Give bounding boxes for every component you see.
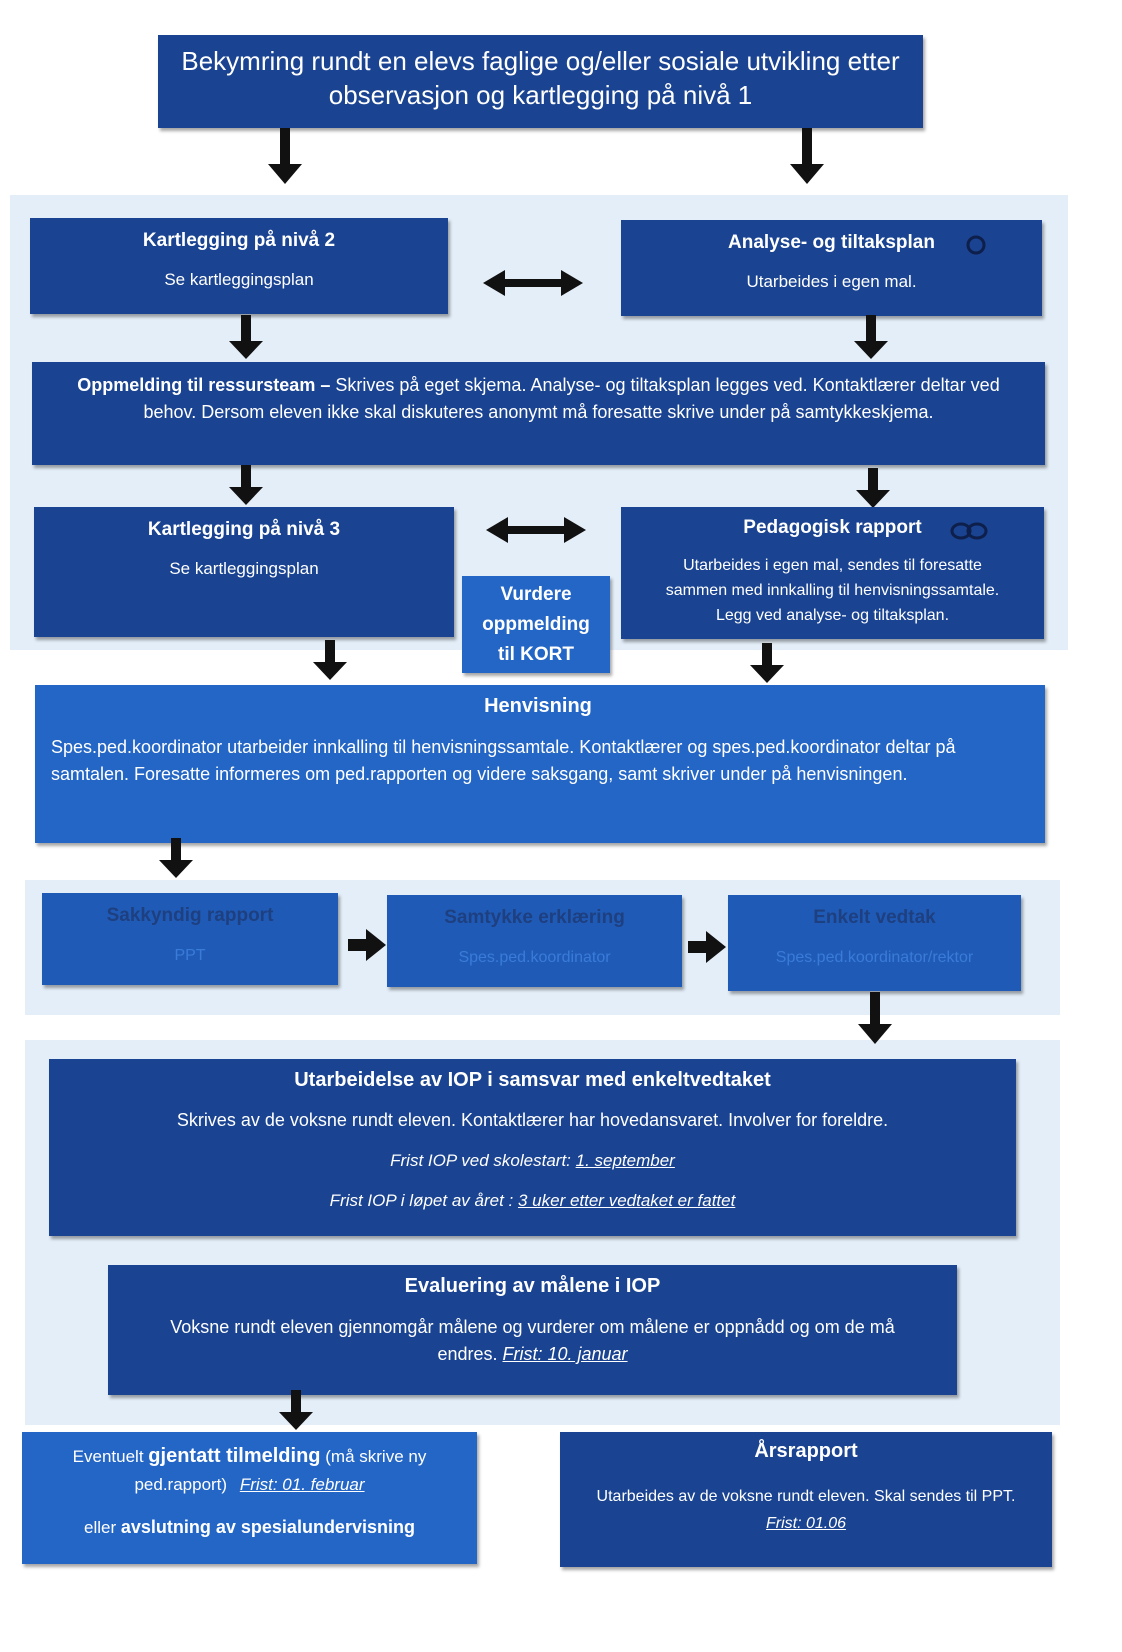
arrow-right-icon — [688, 931, 726, 963]
concern-line-1: Bekymring rundt en elevs faglige og/elle… — [181, 46, 900, 76]
arrow-right-icon — [348, 929, 386, 961]
arrow-down-icon — [854, 315, 888, 359]
repeat-bold: gjentatt tilmelding — [148, 1445, 321, 1467]
arrow-down-icon — [858, 992, 892, 1044]
referral-resource-team-box: Oppmelding til ressursteam – Skrives på … — [32, 362, 1045, 465]
analysis-text: Utarbeides i egen mal. — [746, 272, 917, 291]
ped-report-line-3: Legg ved analyse- og tiltaksplan. — [715, 607, 950, 624]
iop-deadline-2-label: Frist IOP i løpet av året : — [329, 1191, 514, 1210]
double-arrow-icon — [486, 517, 586, 543]
level3-text: Se kartleggingsplan — [169, 559, 319, 578]
referral-box: Henvisning Spes.ped.koordinator utarbeid… — [35, 685, 1045, 843]
annual-report-deadline: Frist: 01.06 — [765, 1515, 847, 1532]
individual-decision-box: Enkelt vedtak Spes.ped.koordinator/rekto… — [728, 895, 1021, 991]
arrow-down-icon — [268, 128, 302, 184]
iop-box: Utarbeidelse av IOP i samsvar med enkelt… — [49, 1059, 1016, 1236]
iop-deadline-1-value: 1. september — [575, 1151, 675, 1170]
level3-box: Kartlegging på nivå 3 Se kartleggingspla… — [34, 507, 454, 637]
arrow-down-icon — [279, 1390, 313, 1430]
level2-text: Se kartleggingsplan — [164, 270, 314, 289]
repeat-bold-2: avslutning av spesialundervisning — [120, 1517, 415, 1537]
referral-title: Oppmelding til ressursteam – — [77, 375, 331, 395]
arrow-down-icon — [313, 640, 347, 680]
concern-line-2: observasjon og kartlegging på nivå 1 — [328, 80, 753, 110]
iop-deadline-1-label: Frist IOP ved skolestart: — [390, 1151, 571, 1170]
concern-box: Bekymring rundt en elevs faglige og/elle… — [158, 35, 923, 128]
arrow-down-icon — [229, 315, 263, 359]
arrow-down-icon — [790, 128, 824, 184]
kort-line-3: til KORT — [498, 644, 574, 665]
pedagogical-report-box: Pedagogisk rapport Utarbeides i egen mal… — [621, 507, 1044, 639]
expert-report-title: Sakkyndig rapport — [106, 905, 274, 926]
infinity-icon — [950, 522, 988, 540]
level2-title: Kartlegging på nivå 2 — [142, 230, 336, 251]
double-arrow-icon — [483, 270, 583, 296]
repeat-pre: Eventuelt — [72, 1447, 144, 1466]
kort-line-1: Vurdere — [500, 584, 572, 605]
evaluation-text: Voksne rundt eleven gjennomgår målene og… — [170, 1317, 895, 1364]
annual-report-box: Årsrapport Utarbeides av de voksne rundt… — [560, 1432, 1052, 1567]
consent-text: Spes.ped.koordinator — [458, 949, 611, 966]
arrow-down-icon — [856, 468, 890, 508]
referral-box-text: Spes.ped.koordinator utarbeider innkalli… — [51, 737, 956, 784]
repeat-deadline: Frist: 01. februar — [239, 1475, 365, 1494]
document-icon — [966, 235, 986, 255]
repeat-or: eller — [84, 1518, 117, 1537]
arrow-down-icon — [750, 643, 784, 683]
analysis-box: Analyse- og tiltaksplan Utarbeides i ege… — [621, 220, 1042, 316]
kort-line-2: oppmelding — [482, 614, 590, 635]
referral-box-title: Henvisning — [484, 695, 592, 717]
ped-report-line-2: sammen med innkalling til henvisningssam… — [665, 582, 1000, 599]
level2-box: Kartlegging på nivå 2 Se kartleggingspla… — [30, 218, 448, 314]
arrow-down-icon — [229, 465, 263, 505]
repeat-post: (må skrive ny ped.rapport) — [134, 1447, 427, 1494]
referral-text: Skrives på eget skjema. Analyse- og tilt… — [143, 375, 1000, 422]
annual-report-title: Årsrapport — [754, 1440, 858, 1462]
evaluation-deadline: Frist: 10. januar — [502, 1344, 628, 1364]
analysis-title: Analyse- og tiltaksplan — [728, 232, 935, 253]
iop-text: Skrives av de voksne rundt eleven. Konta… — [176, 1110, 889, 1130]
iop-deadline-2-value: 3 uker etter vedtaket er fattet — [517, 1191, 736, 1210]
expert-report-box: Sakkyndig rapport PPT — [42, 893, 338, 985]
repeat-referral-box: Eventuelt gjentatt tilmelding (må skrive… — [22, 1432, 477, 1564]
level3-title: Kartlegging på nivå 3 — [147, 519, 341, 540]
ped-report-title: Pedagogisk rapport — [743, 517, 922, 538]
iop-title: Utarbeidelse av IOP i samsvar med enkelt… — [294, 1069, 771, 1091]
consent-box: Samtykke erklæring Spes.ped.koordinator — [387, 895, 682, 987]
decision-title: Enkelt vedtak — [813, 907, 936, 928]
ped-report-line-1: Utarbeides i egen mal, sendes til foresa… — [683, 557, 982, 574]
expert-report-text: PPT — [174, 947, 206, 964]
arrow-down-icon — [159, 838, 193, 878]
consent-title: Samtykke erklæring — [444, 907, 625, 928]
evaluation-title: Evaluering av målene i IOP — [404, 1275, 661, 1297]
annual-report-text: Utarbeides av de voksne rundt eleven. Sk… — [596, 1488, 1016, 1505]
decision-text: Spes.ped.koordinator/rektor — [775, 949, 974, 966]
assess-kort-box: Vurdere oppmelding til KORT — [462, 576, 610, 673]
evaluation-box: Evaluering av målene i IOP Voksne rundt … — [108, 1265, 957, 1395]
